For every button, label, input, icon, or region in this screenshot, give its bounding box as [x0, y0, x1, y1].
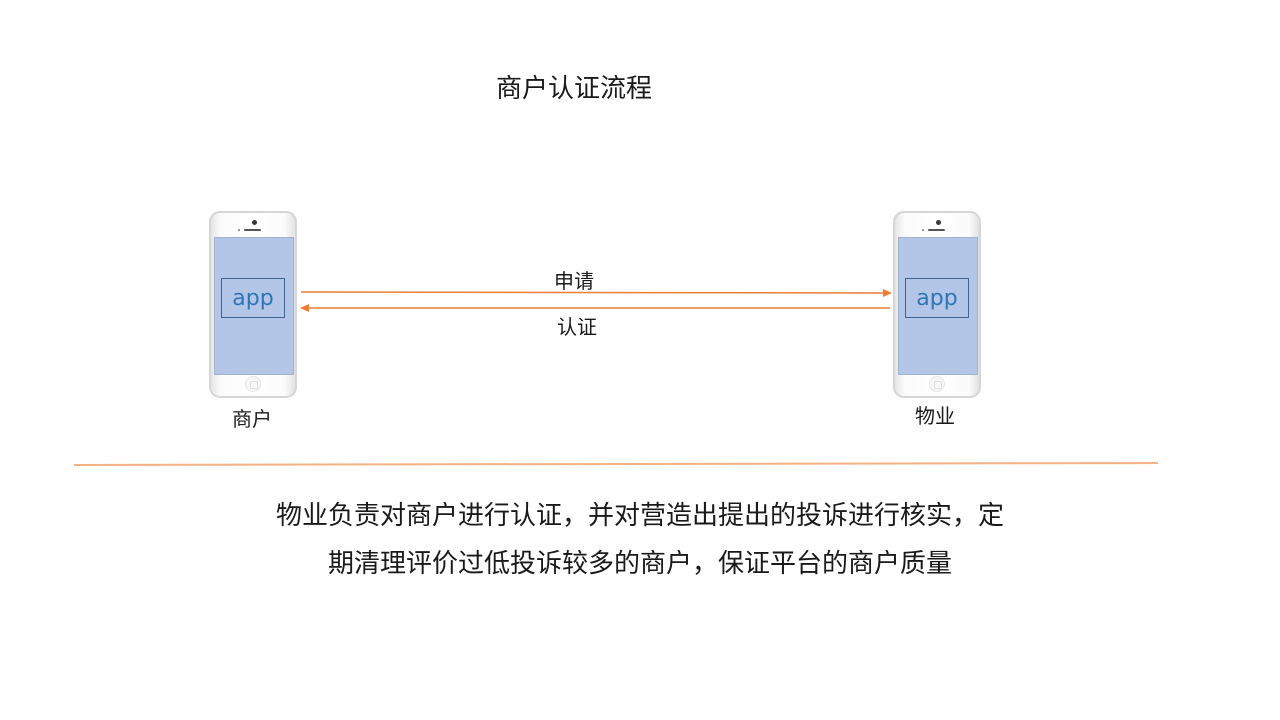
apply-label: 申请: [554, 269, 594, 293]
certify-label: 认证: [557, 315, 597, 339]
description: 物业负责对商户进行认证，并对营造出提出的投诉进行核实，定 期清理评价过低投诉较多…: [140, 492, 1140, 588]
home-button-icon: [245, 376, 261, 392]
diagram-title: 商户认证流程: [496, 74, 653, 104]
phone-screen: app: [214, 237, 294, 375]
merchant-phone: app: [209, 211, 297, 398]
sensor-dot: [922, 229, 924, 231]
certify-arrow-head: [300, 304, 309, 312]
speaker-icon: [244, 229, 261, 231]
home-button-icon: [929, 376, 945, 392]
speaker-icon: [928, 229, 945, 231]
merchant-caption: 商户: [232, 407, 272, 431]
description-line-2: 期清理评价过低投诉较多的商户，保证平台的商户质量: [327, 549, 952, 579]
property-phone: app: [893, 211, 981, 398]
camera-icon: [936, 220, 941, 225]
app-box: app: [905, 278, 969, 318]
app-box: app: [221, 278, 285, 318]
phone-screen: app: [898, 237, 978, 375]
apply-arrow-head: [883, 289, 892, 297]
description-line-1: 物业负责对商户进行认证，并对营造出提出的投诉进行核实，定: [275, 501, 1004, 531]
property-caption: 物业: [915, 404, 955, 428]
sensor-dot: [238, 229, 240, 231]
apply-arrow-line: [300, 291, 886, 294]
camera-icon: [252, 220, 257, 225]
